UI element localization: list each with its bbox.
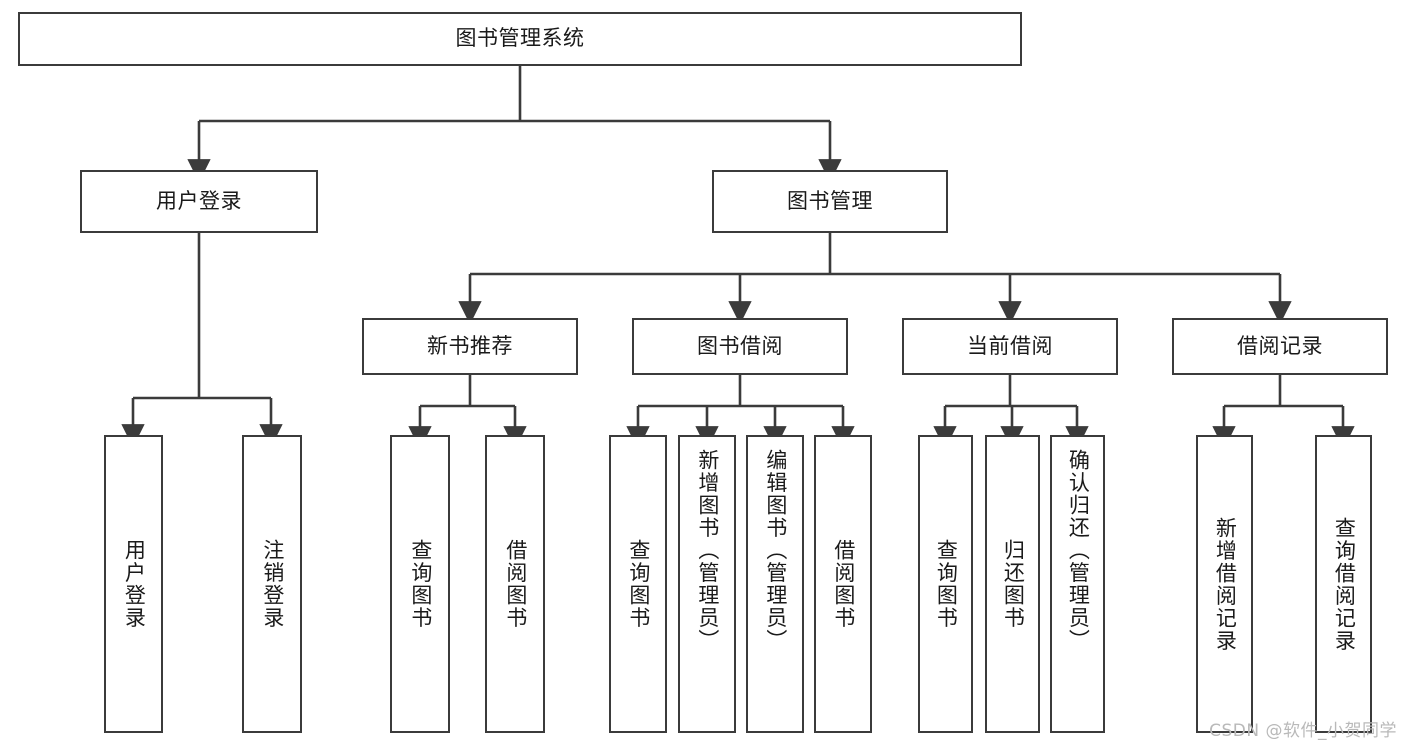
node-leaf-add-book[interactable]: 新增图书（管理员） [678, 435, 736, 733]
node-book-manage[interactable]: 图书管理 [712, 170, 948, 233]
node-leaf-user-login-label: 用户登录 [122, 539, 147, 629]
node-leaf-query-book-2[interactable]: 查询图书 [609, 435, 667, 733]
node-leaf-logout-login[interactable]: 注销登录 [242, 435, 302, 733]
node-current-borrow-label: 当前借阅 [967, 333, 1053, 358]
node-leaf-add-record[interactable]: 新增借阅记录 [1196, 435, 1253, 733]
node-leaf-return-book-label: 归还图书 [1001, 539, 1026, 629]
node-book-manage-label: 图书管理 [787, 188, 873, 213]
node-leaf-confirm-return-label: 确认归还（管理员） [1066, 449, 1091, 652]
node-current-borrow[interactable]: 当前借阅 [902, 318, 1118, 375]
node-leaf-user-login[interactable]: 用户登录 [104, 435, 163, 733]
node-borrow-record-label: 借阅记录 [1237, 333, 1323, 358]
node-leaf-edit-book[interactable]: 编辑图书（管理员） [746, 435, 804, 733]
csdn-watermark: CSDN @软件_小贺同学 [1209, 721, 1397, 741]
node-leaf-edit-book-label: 编辑图书（管理员） [763, 449, 788, 652]
node-new-book-recommend[interactable]: 新书推荐 [362, 318, 578, 375]
node-new-book-recommend-label: 新书推荐 [427, 333, 513, 358]
node-leaf-logout-login-label: 注销登录 [260, 539, 285, 629]
node-root-system-label: 图书管理系统 [455, 26, 585, 51]
node-leaf-query-book-3-label: 查询图书 [934, 539, 959, 629]
node-leaf-borrow-book-1[interactable]: 借阅图书 [485, 435, 545, 733]
node-user-login-label: 用户登录 [156, 188, 242, 213]
node-leaf-borrow-book-2-label: 借阅图书 [831, 539, 856, 629]
node-borrow-record[interactable]: 借阅记录 [1172, 318, 1388, 375]
node-leaf-return-book[interactable]: 归还图书 [985, 435, 1040, 733]
node-leaf-query-record[interactable]: 查询借阅记录 [1315, 435, 1372, 733]
node-book-borrow-label: 图书借阅 [697, 333, 783, 358]
node-leaf-query-record-label: 查询借阅记录 [1332, 516, 1357, 652]
node-leaf-query-book-2-label: 查询图书 [626, 539, 651, 629]
node-book-borrow[interactable]: 图书借阅 [632, 318, 848, 375]
node-leaf-borrow-book-2[interactable]: 借阅图书 [814, 435, 872, 733]
node-leaf-query-book-1[interactable]: 查询图书 [390, 435, 450, 733]
node-root-system[interactable]: 图书管理系统 [18, 12, 1022, 66]
node-leaf-add-record-label: 新增借阅记录 [1213, 516, 1238, 652]
node-leaf-borrow-book-1-label: 借阅图书 [503, 539, 528, 629]
node-leaf-query-book-1-label: 查询图书 [408, 539, 433, 629]
node-user-login[interactable]: 用户登录 [80, 170, 318, 233]
node-leaf-add-book-label: 新增图书（管理员） [695, 449, 720, 652]
node-leaf-confirm-return[interactable]: 确认归还（管理员） [1050, 435, 1105, 733]
node-leaf-query-book-3[interactable]: 查询图书 [918, 435, 973, 733]
